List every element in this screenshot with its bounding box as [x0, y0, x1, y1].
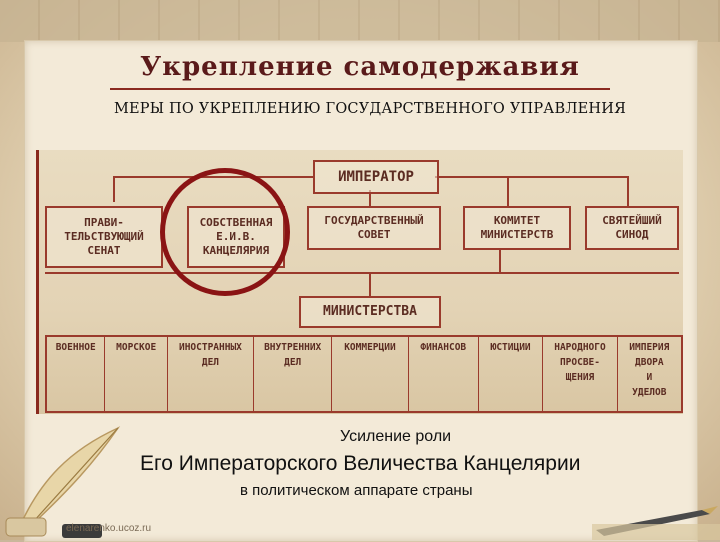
- quill-icon: [5, 426, 121, 538]
- emperor-label: ИМПЕРАТОР: [338, 169, 414, 185]
- ministry-cell: ИНОСТРАННЫХ ДЕЛ: [168, 337, 255, 411]
- connector-line: [499, 250, 501, 274]
- senate-label: ПРАВИ- ТЕЛЬСТВУЮЩИЙ СЕНАТ: [64, 216, 144, 257]
- connector-line: [369, 274, 371, 296]
- committee-of-ministers-box: КОМИТЕТ МИНИСТЕРСТВ: [463, 206, 571, 250]
- ministry-cell: ВОЕННОЕ: [47, 337, 106, 411]
- pen-icon: [592, 506, 720, 540]
- connector-line: [435, 176, 627, 178]
- website-watermark: elenarenko.ucoz.ru: [66, 523, 152, 534]
- holy-synod-label: СВЯТЕЙШИЙ СИНОД: [602, 214, 662, 241]
- ministry-cell: ИМПЕРИЯ ДВОРА И УДЕЛОВ: [629, 342, 670, 398]
- title-underline: [110, 88, 610, 90]
- connector-line: [507, 176, 509, 206]
- ministries-header-box: МИНИСТЕРСТВА: [299, 296, 441, 328]
- state-council-box: ГОСУДАРСТВЕННЫЙ СОВЕТ: [307, 206, 441, 250]
- ministry-cell: КОММЕРЦИИ: [332, 337, 409, 411]
- senate-box: ПРАВИ- ТЕЛЬСТВУЮЩИЙ СЕНАТ: [45, 206, 163, 268]
- government-structure-diagram: ИМПЕРАТОР ПРАВИ- ТЕЛЬСТВУЮЩИЙ СЕНАТ СОБС…: [36, 150, 683, 414]
- background-top-strip: [0, 0, 720, 42]
- emperor-box: ИМПЕРАТОР: [313, 160, 439, 194]
- ministries-row: ВОЕННОЕ МОРСКОЕ ИНОСТРАННЫХ ДЕЛ ВНУТРЕНН…: [45, 335, 683, 413]
- caption-line-1: Усиление роли: [340, 428, 452, 445]
- committee-of-ministers-label: КОМИТЕТ МИНИСТЕРСТВ: [480, 214, 554, 241]
- ministries-header-label: МИНИСТЕРСТВА: [323, 304, 417, 319]
- ministry-cell: НАРОДНОГО ПРОСВЕ- ЩЕНИЯ: [543, 337, 618, 411]
- connector-line: [113, 176, 115, 202]
- slide-title: Укрепление самодержавия: [140, 52, 580, 82]
- ministry-cell: МОРСКОЕ: [105, 337, 168, 411]
- holy-synod-box: СВЯТЕЙШИЙ СИНОД: [585, 206, 679, 250]
- ministry-cell: ЮСТИЦИИ: [479, 337, 544, 411]
- caption-line-2: Его Императорского Величества Канцелярии: [140, 452, 581, 475]
- slide-subtitle: МЕРЫ ПО УКРЕПЛЕНИЮ ГОСУДАРСТВЕННОГО УПРА…: [113, 101, 627, 117]
- highlight-circle: [160, 168, 290, 296]
- connector-line: [627, 176, 629, 206]
- connector-line: [45, 272, 679, 274]
- ministry-cell: ФИНАНСОВ: [409, 337, 479, 411]
- ministry-cell: ВНУТРЕННИХ ДЕЛ: [254, 337, 333, 411]
- connector-line: [369, 190, 371, 206]
- state-council-label: ГОСУДАРСТВЕННЫЙ СОВЕТ: [324, 214, 424, 241]
- caption-line-3: в политическом аппарате страны: [240, 482, 473, 499]
